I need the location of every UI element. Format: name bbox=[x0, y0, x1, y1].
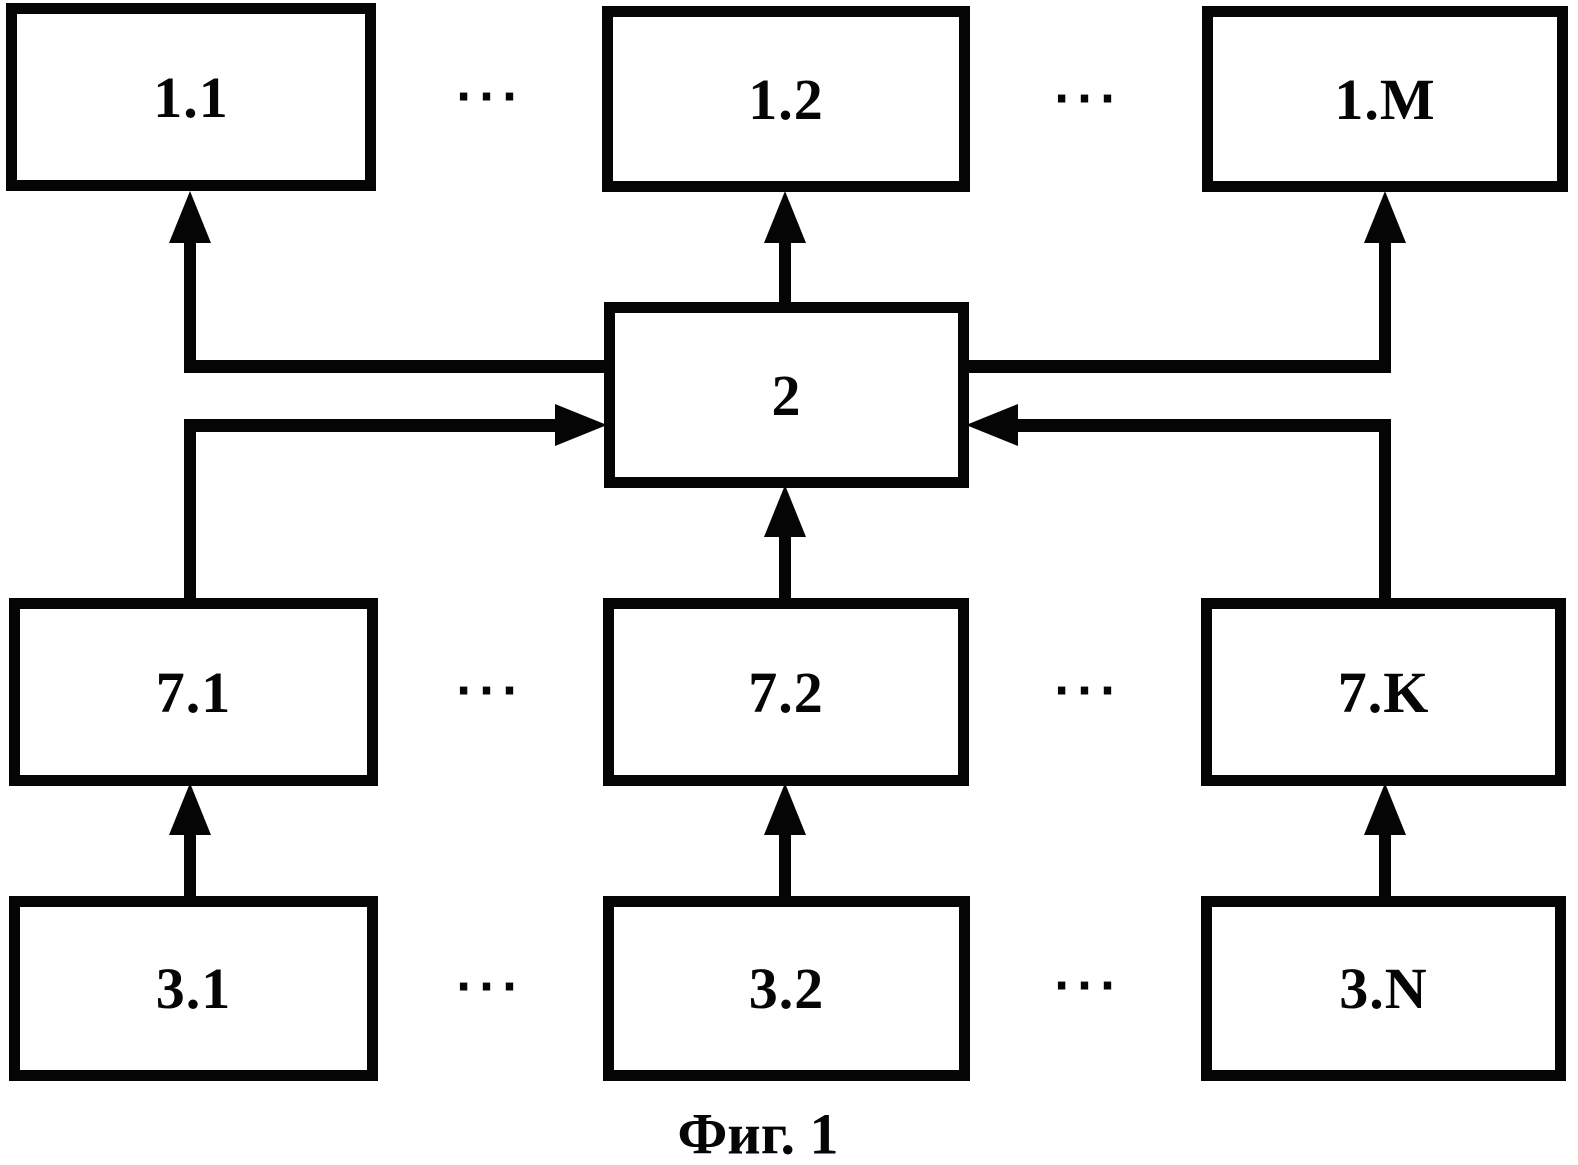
ellipsis-mid-left: ··· bbox=[455, 666, 525, 715]
edge-2-to-1-m-arrowhead bbox=[1364, 191, 1406, 243]
edge-2-to-1-1-hline bbox=[184, 360, 610, 373]
edge-7-1-to-2-arrowhead bbox=[555, 404, 607, 446]
node-3-2: 3.2 bbox=[603, 896, 970, 1081]
node-7-k-label: 7.K bbox=[1337, 659, 1430, 725]
node-1-2-label: 1.2 bbox=[748, 66, 824, 132]
edge-3-1-to-7-1-arrowhead bbox=[169, 783, 211, 835]
ellipsis-top-left: ··· bbox=[455, 72, 525, 121]
edge-3-2-to-7-2-line bbox=[779, 830, 791, 900]
node-1-m-label: 1.M bbox=[1334, 66, 1436, 132]
edge-2-to-1-2-line bbox=[779, 238, 791, 308]
node-3-1: 3.1 bbox=[9, 896, 378, 1081]
edge-2-to-1-m-vline bbox=[1379, 236, 1391, 373]
node-3-n: 3.N bbox=[1201, 896, 1566, 1081]
edge-3-2-to-7-2-arrowhead bbox=[764, 783, 806, 835]
node-7-1: 7.1 bbox=[9, 598, 378, 786]
edge-2-to-1-1-vline bbox=[184, 236, 196, 373]
node-7-2-label: 7.2 bbox=[748, 659, 824, 725]
node-1-2: 1.2 bbox=[602, 6, 970, 192]
edge-2-to-1-2-arrowhead bbox=[764, 191, 806, 243]
node-7-k: 7.K bbox=[1201, 598, 1566, 786]
node-3-1-label: 3.1 bbox=[155, 956, 232, 1021]
ellipsis-top-right: ··· bbox=[1053, 74, 1123, 123]
edge-7-2-to-2-line bbox=[779, 532, 791, 604]
node-2: 2 bbox=[604, 302, 969, 488]
edge-7-1-to-2-hline bbox=[184, 419, 559, 432]
ellipsis-bottom-left: ··· bbox=[455, 962, 525, 1011]
node-3-n-label: 3.N bbox=[1339, 956, 1428, 1021]
edge-7-2-to-2-arrowhead bbox=[764, 485, 806, 537]
edge-7-k-to-2-vline bbox=[1379, 419, 1391, 604]
node-1-1-label: 1.1 bbox=[153, 64, 229, 130]
edge-7-k-to-2-arrowhead bbox=[966, 404, 1018, 446]
figure-caption: Фиг. 1 bbox=[677, 1101, 839, 1165]
node-7-1-label: 7.1 bbox=[155, 659, 232, 725]
edge-2-to-1-1-arrowhead bbox=[169, 191, 211, 243]
ellipsis-mid-right: ··· bbox=[1053, 666, 1123, 715]
edge-7-1-to-2-vline bbox=[184, 419, 196, 604]
edge-2-to-1-m-hline bbox=[963, 360, 1391, 373]
edge-7-k-to-2-hline bbox=[1016, 419, 1391, 432]
node-2-label: 2 bbox=[771, 362, 802, 428]
node-7-2: 7.2 bbox=[603, 598, 969, 786]
node-1-1: 1.1 bbox=[6, 3, 376, 191]
edge-3-1-to-7-1-line bbox=[184, 830, 196, 900]
ellipsis-bottom-right: ··· bbox=[1053, 961, 1123, 1010]
edge-3-n-to-7-k-arrowhead bbox=[1364, 783, 1406, 835]
node-1-m: 1.M bbox=[1202, 6, 1568, 192]
node-3-2-label: 3.2 bbox=[748, 956, 825, 1021]
edge-3-n-to-7-k-line bbox=[1379, 830, 1391, 900]
